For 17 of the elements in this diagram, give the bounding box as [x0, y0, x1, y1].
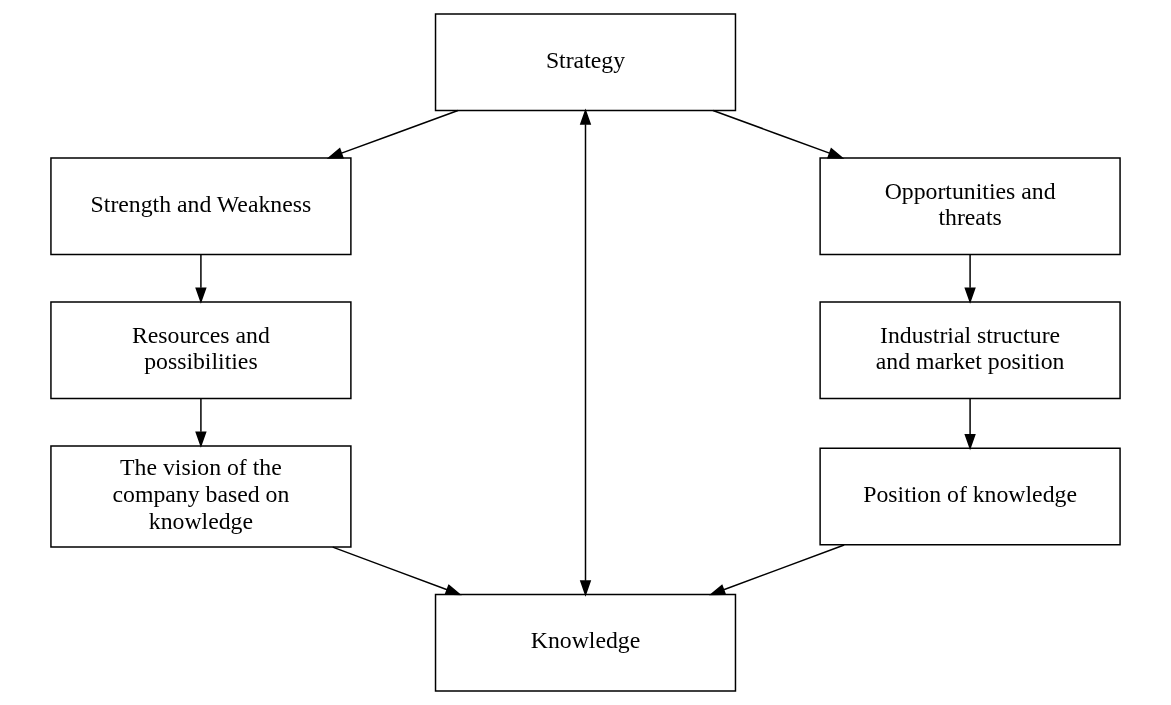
node-box: Opportunities and threats [819, 157, 1121, 256]
arrow [326, 109, 459, 159]
arrow [712, 109, 845, 159]
node-box: Resources and possibilities [50, 301, 352, 400]
arrow [195, 253, 207, 304]
node-box: The vision of the company based on knowledge [50, 445, 352, 548]
arrow [708, 544, 845, 596]
arrow [332, 546, 462, 596]
arrow [964, 397, 976, 451]
node-box: Knowledge [434, 593, 737, 692]
node-box: Position of knowledge [819, 447, 1121, 546]
node-box: Strength and Weakness [50, 157, 352, 256]
arrow [195, 397, 207, 448]
node-box: Strategy [434, 13, 737, 112]
node-box: Industrial structure and market position [819, 301, 1121, 400]
arrow [964, 253, 976, 304]
arrow [579, 108, 592, 597]
